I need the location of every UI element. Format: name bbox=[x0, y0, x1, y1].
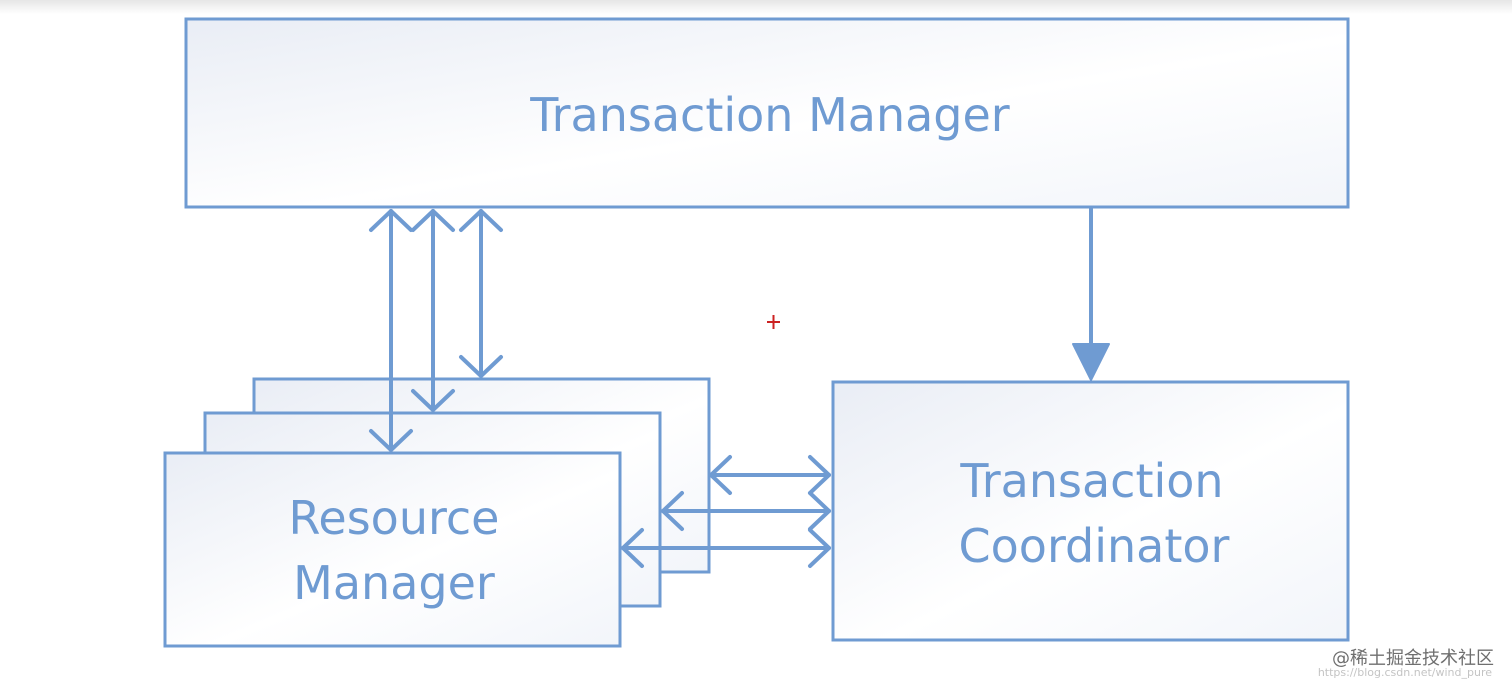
rm-tc-arrow-2 bbox=[661, 491, 831, 531]
watermark-url: https://blog.csdn.net/wind_pure bbox=[1317, 666, 1492, 679]
tm-rm-arrow-3 bbox=[459, 209, 503, 378]
watermark-text: @稀土掘金技术社区 bbox=[1332, 648, 1494, 669]
rm-tc-arrow-3 bbox=[621, 528, 831, 568]
transaction-coordinator-label-line-2: Coordinator bbox=[959, 519, 1230, 573]
tm-tc-arrowhead bbox=[1072, 343, 1110, 381]
crosshair-cursor-icon bbox=[767, 315, 780, 329]
transaction-coordinator-node: Transaction Coordinator bbox=[831, 380, 1350, 642]
tm-rm-arrow-2 bbox=[411, 209, 455, 412]
resource-manager-card-front bbox=[163, 451, 622, 648]
resource-manager-label-line-2: Manager bbox=[293, 556, 495, 610]
tm-rm-arrow-1 bbox=[369, 209, 413, 452]
resource-manager-label-line-1: Resource bbox=[289, 491, 500, 545]
transaction-coordinator-label-line-1: Transaction bbox=[959, 454, 1223, 508]
transaction-manager-node: Transaction Manager bbox=[184, 17, 1350, 209]
rm-tc-arrow-1 bbox=[709, 455, 831, 495]
resource-manager-stack: Resource Manager bbox=[163, 377, 711, 648]
top-shadow bbox=[0, 0, 1512, 14]
transaction-manager-label: Transaction Manager bbox=[529, 88, 1009, 142]
